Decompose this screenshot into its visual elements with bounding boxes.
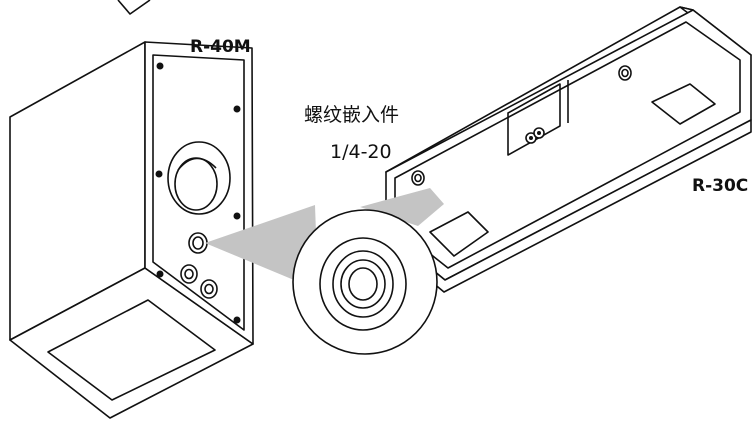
screw-icon: [233, 316, 241, 324]
insert-spec-label: 1/4-20: [330, 141, 392, 163]
screw-icon: [233, 105, 241, 113]
screw-icon: [155, 170, 163, 178]
r40m-binding-posts: [180, 264, 218, 299]
r30c-speaker: [385, 6, 752, 293]
r30c-center-panel: [507, 83, 561, 156]
r40m-port: [167, 141, 231, 215]
r30c-insert-right: [618, 65, 632, 81]
r40m-baffle-rim: [152, 54, 245, 331]
model-label-r40m: R-40M: [190, 37, 251, 57]
magnified-insert: [292, 209, 438, 355]
callout-wedge-right: [360, 188, 444, 226]
r40m-insert: [188, 232, 208, 254]
r40m-speaker: [9, 41, 254, 419]
screw-icon: [156, 62, 164, 70]
r30c-binding-posts: [525, 127, 545, 144]
partial-box-fragment: [117, 0, 151, 15]
r40m-bottom-recess: [47, 299, 216, 401]
screw-icon: [156, 270, 164, 278]
callout-wedge-left: [205, 205, 318, 290]
model-label-r30c: R-30C: [692, 176, 748, 196]
insert-title-label: 螺纹嵌入件: [304, 104, 399, 126]
screw-icon: [233, 212, 241, 220]
r30c-recess-left: [429, 211, 489, 257]
r30c-insert-left: [411, 170, 425, 186]
r30c-recess-right: [651, 83, 716, 125]
